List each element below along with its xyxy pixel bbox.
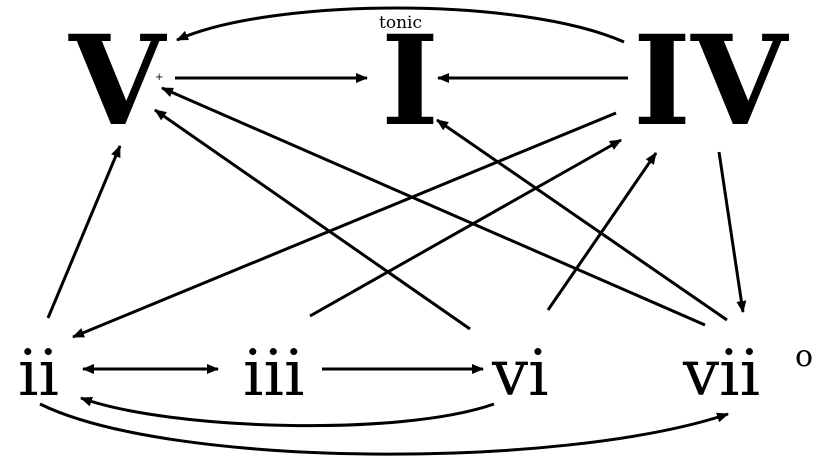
edge-vi-to-IV <box>546 152 658 311</box>
edge-IV-to-ii <box>72 111 617 339</box>
edge-IV-to-V <box>176 6 625 44</box>
node-V: V <box>68 9 167 154</box>
node-IV: IV <box>633 9 789 154</box>
node-vi: vi <box>491 337 549 411</box>
node-ii: ii <box>18 337 59 411</box>
edge-ii-to-IV <box>309 138 622 318</box>
edge-vii-to-I <box>436 118 728 322</box>
node-vii-diminished-mark: o <box>795 339 813 374</box>
edge-vi-to-ii <box>80 396 495 428</box>
edge-IV-to-vii <box>717 151 747 313</box>
edge-vi-to-V <box>154 108 471 331</box>
tonic-label: tonic <box>379 13 422 33</box>
node-V-plus-mark: + <box>155 72 163 83</box>
edge-ii-to-V <box>46 145 122 319</box>
node-vii: vii <box>682 337 760 411</box>
node-iii: iii <box>243 337 304 411</box>
node-I: I <box>381 9 439 154</box>
edge-ii-to-vii <box>39 402 729 456</box>
edge-vii-to-V <box>161 86 706 327</box>
edges <box>39 6 747 456</box>
